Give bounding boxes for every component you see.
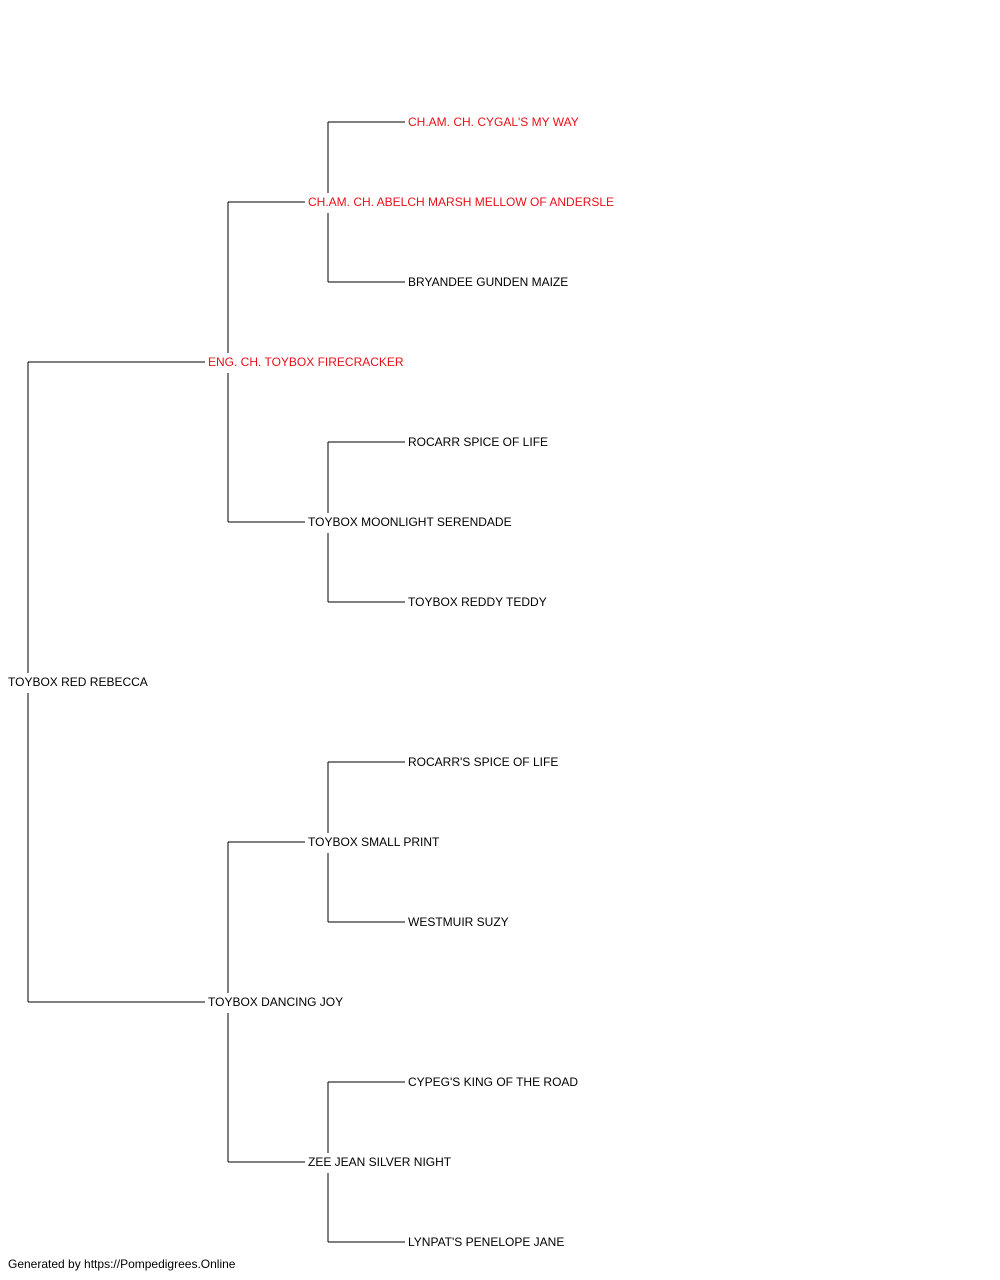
subject-dam-name: TOYBOX DANCING JOY xyxy=(208,995,343,1009)
subject-dam-sire-sire-name: ROCARR'S SPICE OF LIFE xyxy=(408,755,558,769)
subject-dam-sire-dam-name: WESTMUIR SUZY xyxy=(408,915,509,929)
subject-sire-dam-dam-name: TOYBOX REDDY TEDDY xyxy=(408,595,547,609)
subject-sire-sire-sire-name: CH.AM. CH. CYGAL'S MY WAY xyxy=(408,115,579,129)
subject-name: TOYBOX RED REBECCA xyxy=(8,675,148,689)
subject-sire-dam-sire-name: ROCARR SPICE OF LIFE xyxy=(408,435,548,449)
connector-lines xyxy=(27,121,405,1243)
subject-dam-sire-name: TOYBOX SMALL PRINT xyxy=(308,835,440,849)
subject-dam-dam-sire-name: CYPEG'S KING OF THE ROAD xyxy=(408,1075,578,1089)
subject-sire-dam-name: TOYBOX MOONLIGHT SERENDADE xyxy=(308,515,512,529)
dog-labels: TOYBOX RED REBECCA ENG. CH. TOYBOX FIRECR… xyxy=(8,115,614,1249)
subject-sire-sire-dam-name: BRYANDEE GUNDEN MAIZE xyxy=(408,275,568,289)
generated-by-footer: Generated by https://Pompedigrees.Online xyxy=(8,1257,236,1271)
subject-sire-sire-name: CH.AM. CH. ABELCH MARSH MELLOW OF ANDERS… xyxy=(308,195,614,209)
subject-sire-name: ENG. CH. TOYBOX FIRECRACKER xyxy=(208,355,404,369)
subject-dam-dam-dam-name: LYNPAT'S PENELOPE JANE xyxy=(408,1235,564,1249)
subject-dam-dam-name: ZEE JEAN SILVER NIGHT xyxy=(308,1155,452,1169)
